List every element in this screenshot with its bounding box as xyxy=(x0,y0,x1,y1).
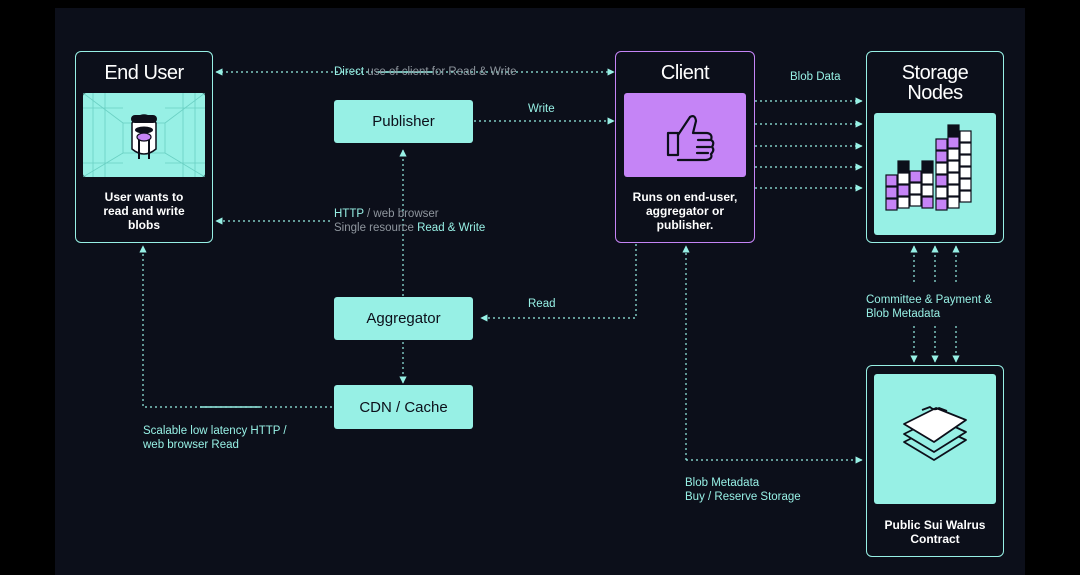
label-direct-rest: use of client for Read & Write xyxy=(364,66,517,78)
label-http2-strong: Read & Write xyxy=(417,222,486,234)
client-node: Client Runs on end-user, aggregator or p… xyxy=(615,51,755,243)
edge-read xyxy=(480,244,637,322)
label-direct-strong: Direct xyxy=(334,66,365,78)
storage-title-line2: Nodes xyxy=(907,82,963,104)
label-committee-line1: Committee & Payment & xyxy=(866,294,992,306)
walrus-icon xyxy=(82,92,206,178)
label-write: Write xyxy=(528,103,555,115)
publisher-node: Publisher xyxy=(334,100,473,143)
storage-title-line1: Storage xyxy=(901,62,969,84)
label-scalable-line2: web browser Read xyxy=(143,439,239,451)
label-http2-rest: Single resource xyxy=(334,222,418,234)
label-committee-line2: Blob Metadata xyxy=(866,308,941,320)
label-blob-meta-line2: Buy / Reserve Storage xyxy=(685,491,801,503)
label-http-strong: HTTP xyxy=(334,208,364,220)
label-blob-data: Blob Data xyxy=(790,71,841,83)
aggregator-node: Aggregator xyxy=(334,297,473,340)
diagram-canvas xyxy=(55,8,1025,575)
end-user-panel xyxy=(82,92,206,178)
cdn-cache-node: CDN / Cache xyxy=(334,385,473,429)
end-user-caption: User wants to read and write blobs xyxy=(103,190,185,232)
label-http-line2: Single resource Read & Write xyxy=(334,222,485,235)
stacked-sheets-icon xyxy=(903,406,967,461)
label-http-rest: / web browser xyxy=(363,208,439,220)
client-title: Client xyxy=(660,62,710,84)
label-direct: Direct use of client for Read & Write xyxy=(334,66,517,79)
client-caption: Runs on end-user, aggregator or publishe… xyxy=(632,190,738,232)
storage-nodes-node: Storage Nodes xyxy=(866,51,1004,243)
edge-cdn-enduser xyxy=(139,245,332,408)
contract-caption: Public Sui Walrus Contract xyxy=(884,518,986,546)
end-user-node: End User User wants to read and write bl… xyxy=(75,51,213,243)
contract-panel xyxy=(874,374,996,504)
contract-node: Public Sui Walrus Contract xyxy=(866,365,1004,557)
storage-cubes-icon xyxy=(885,124,972,211)
label-blob-meta-line1: Blob Metadata xyxy=(685,477,760,489)
label-http-line1: HTTP / web browser xyxy=(334,208,439,221)
thumbs-up-icon xyxy=(666,115,715,162)
storage-panel xyxy=(874,113,996,235)
label-scalable-line1: Scalable low latency HTTP / xyxy=(143,425,287,437)
client-panel xyxy=(624,93,746,177)
label-read: Read xyxy=(528,298,556,310)
end-user-title: End User xyxy=(104,62,184,84)
